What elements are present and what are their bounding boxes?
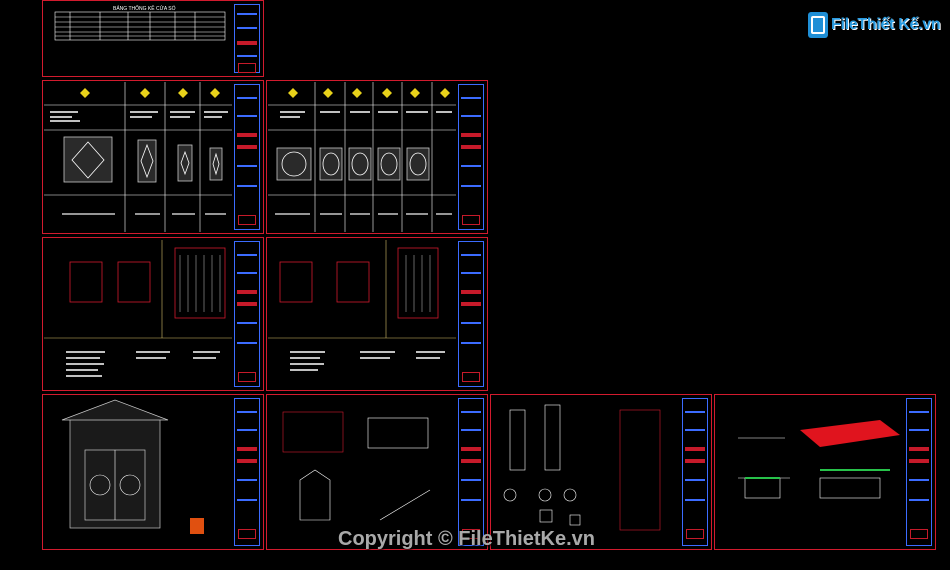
door-detail-drawings <box>69 247 439 319</box>
document-icon <box>808 12 828 38</box>
schedule-title: BẢNG THỐNG KÊ CỬA SỔ <box>113 6 176 12</box>
door-notes <box>50 111 452 122</box>
ceiling-details <box>738 420 900 499</box>
gate-details <box>89 411 431 534</box>
copyright-watermark: Copyright © FileThietKe.vn <box>338 528 595 550</box>
gate-detail-sheet[interactable] <box>266 394 488 550</box>
title-block <box>458 84 484 230</box>
title-block <box>234 398 260 546</box>
logo-text: FileThiết Kế.vn <box>831 16 941 33</box>
stair-details <box>503 404 661 531</box>
window-schedule-sheet[interactable]: BẢNG THỐNG KÊ CỬA SỔ <box>42 0 264 77</box>
detail-frames <box>44 240 456 339</box>
stair-detail-sheet[interactable] <box>490 394 712 550</box>
title-block <box>682 398 708 546</box>
title-block <box>906 398 932 546</box>
door-schedule-grid <box>44 82 456 232</box>
title-block <box>234 241 260 387</box>
title-block <box>234 4 260 73</box>
detail-hatch <box>179 255 431 312</box>
title-block <box>234 84 260 230</box>
ceiling-detail-sheet[interactable] <box>714 394 936 550</box>
door-ornament <box>71 141 427 179</box>
door-elevations <box>63 136 430 183</box>
schedule-table <box>54 11 226 41</box>
door-markers <box>80 88 450 98</box>
title-block <box>458 241 484 387</box>
title-block <box>458 398 484 546</box>
site-logo[interactable]: FileThiết Kế.vn <box>808 12 941 38</box>
detail-notes <box>66 351 445 377</box>
door-detail-sheet-b[interactable] <box>266 237 488 391</box>
door-detail-sheet-a[interactable] <box>42 237 264 391</box>
